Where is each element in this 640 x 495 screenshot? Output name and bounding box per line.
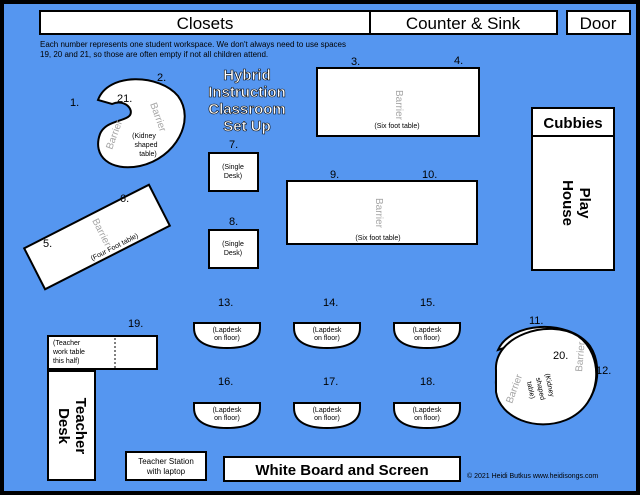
work-table-label-line-3: this half) xyxy=(53,358,79,365)
workspace-number-15: 15. xyxy=(420,297,435,309)
workspace-number-6: 6. xyxy=(120,193,129,205)
counter-sink-box: Counter & Sink xyxy=(369,10,558,35)
workspace-number-18: 18. xyxy=(420,376,435,388)
table-label: (Six foot table) xyxy=(355,235,400,242)
lapdesk-label: on floor) xyxy=(314,415,340,422)
barrier-label: Barrier xyxy=(574,341,588,373)
play-house-label-line-1: Play xyxy=(576,188,593,220)
kidney-table-left: Barrier Barrier (Kidney shaped table) xyxy=(96,78,186,169)
title-line-1: Hybrid xyxy=(223,67,271,84)
workspace-number-10: 10. xyxy=(422,169,437,181)
workspace-number-9: 9. xyxy=(330,169,339,181)
cubbies-box: Cubbies xyxy=(531,107,615,137)
kidney-label-line-2: shaped xyxy=(534,377,546,401)
workspace-number-16: 16. xyxy=(218,376,233,388)
workspace-number-1: 1. xyxy=(70,97,79,109)
teacher-work-table: (Teacher work table this half) xyxy=(47,335,158,370)
single-desk-8: (Single Desk) xyxy=(208,229,259,269)
note-line-2: 19, 20 and 21, so those are often empty … xyxy=(40,50,268,59)
lapdesk-shape xyxy=(393,402,461,430)
lapdesk-label: (Lapdesk xyxy=(413,327,442,334)
teacher-desk: Teacher Desk xyxy=(47,370,96,481)
teacher-station-box: Teacher Station with laptop xyxy=(125,451,207,481)
counter-sink-label: Counter & Sink xyxy=(406,14,521,33)
lapdesk-label: on floor) xyxy=(214,415,240,422)
teacher-station-line-1: Teacher Station xyxy=(138,457,194,466)
single-desk-7: (Single Desk) xyxy=(208,152,259,192)
lapdesk-label: (Lapdesk xyxy=(213,327,242,334)
workspace-number-19: 19. xyxy=(128,318,143,330)
six-foot-table-top: Barrier (Six foot table) xyxy=(316,67,480,137)
kidney-label-line-1: (Kidney xyxy=(132,133,156,140)
teacher-desk-label-line-2: Desk xyxy=(55,408,72,445)
teacher-desk-label-line-1: Teacher xyxy=(72,398,89,455)
workspace-number-11: 11. xyxy=(529,315,543,327)
teacher-station-line-2: with laptop xyxy=(146,467,186,476)
lapdesk-label: (Lapdesk xyxy=(413,407,442,414)
workspace-number-4: 4. xyxy=(454,55,463,67)
desk-label-line-2: Desk) xyxy=(224,173,242,180)
desk-label-line-1: (Single xyxy=(222,164,244,171)
workspace-number-12: 12. xyxy=(596,365,611,377)
cubbies-label: Cubbies xyxy=(543,115,602,132)
title-line-3: Classroom xyxy=(208,101,286,118)
lapdesk-shape xyxy=(193,402,261,430)
workspace-number-13: 13. xyxy=(218,297,233,309)
lapdesk-label: (Lapdesk xyxy=(313,407,342,414)
workspace-numbers: 1. 2. 3. 4. 5. 6. 7. 8. 9. 10. 11. 12. 1… xyxy=(43,55,611,388)
workspace-number-2: 2. xyxy=(157,72,166,84)
closets-label: Closets xyxy=(177,14,234,33)
desk-label-line-1: (Single xyxy=(222,241,244,248)
workspace-number-8: 8. xyxy=(229,216,238,228)
whiteboard-label: White Board and Screen xyxy=(255,462,428,479)
play-house-box: Play House xyxy=(531,135,615,271)
work-table-label-line-2: work table xyxy=(52,349,85,356)
workspace-number-5: 5. xyxy=(43,238,52,250)
diagram-title: Hybrid Instruction Classroom Set Up xyxy=(208,67,286,136)
play-house-label-line-2: House xyxy=(559,180,576,226)
copyright: © 2021 Heidi Butkus www.heidisongs.com xyxy=(467,472,598,480)
desk-label-line-2: Desk) xyxy=(224,250,242,257)
barrier-label: Barrier xyxy=(393,90,404,121)
six-foot-table-middle: Barrier (Six foot table) xyxy=(286,180,478,245)
title-line-2: Instruction xyxy=(208,84,286,101)
kidney-label-line-3: table) xyxy=(525,381,535,400)
work-table-label-line-1: (Teacher xyxy=(53,340,81,347)
kidney-table-right: Barrier Barrier (Kidney shaped table) xyxy=(494,326,599,426)
note-line-1: Each number represents one student works… xyxy=(40,40,346,49)
lapdesk-shape xyxy=(393,322,461,350)
workspace-number-20: 20. xyxy=(553,350,568,362)
lapdesk-label: (Lapdesk xyxy=(213,407,242,414)
lapdesk-label: on floor) xyxy=(414,335,440,342)
kidney-label-line-1: (Kidney xyxy=(543,373,555,398)
closets-box: Closets xyxy=(39,10,371,35)
kidney-label-line-3: table) xyxy=(139,151,157,158)
lapdesk-label: (Lapdesk xyxy=(313,327,342,334)
lapdesk-shape xyxy=(293,322,361,350)
door-box: Door xyxy=(566,10,631,35)
kidney-label-line-2: shaped xyxy=(135,142,158,149)
title-line-4: Set Up xyxy=(223,118,271,135)
lapdesk-shape xyxy=(193,322,261,350)
workspace-number-17: 17. xyxy=(323,376,338,388)
whiteboard-box: White Board and Screen xyxy=(223,456,461,482)
workspace-number-21: 21. xyxy=(117,93,132,105)
lapdesk-label: on floor) xyxy=(414,415,440,422)
lapdesk-label: on floor) xyxy=(214,335,240,342)
barrier-label: Barrier xyxy=(373,198,384,229)
workspace-number-7: 7. xyxy=(229,139,238,151)
door-label: Door xyxy=(580,14,617,33)
table-label: (Six foot table) xyxy=(374,123,419,130)
workspace-number-14: 14. xyxy=(323,297,338,309)
lapdesk-label: on floor) xyxy=(314,335,340,342)
lapdesk-shape xyxy=(293,402,361,430)
workspace-number-3: 3. xyxy=(351,56,360,68)
